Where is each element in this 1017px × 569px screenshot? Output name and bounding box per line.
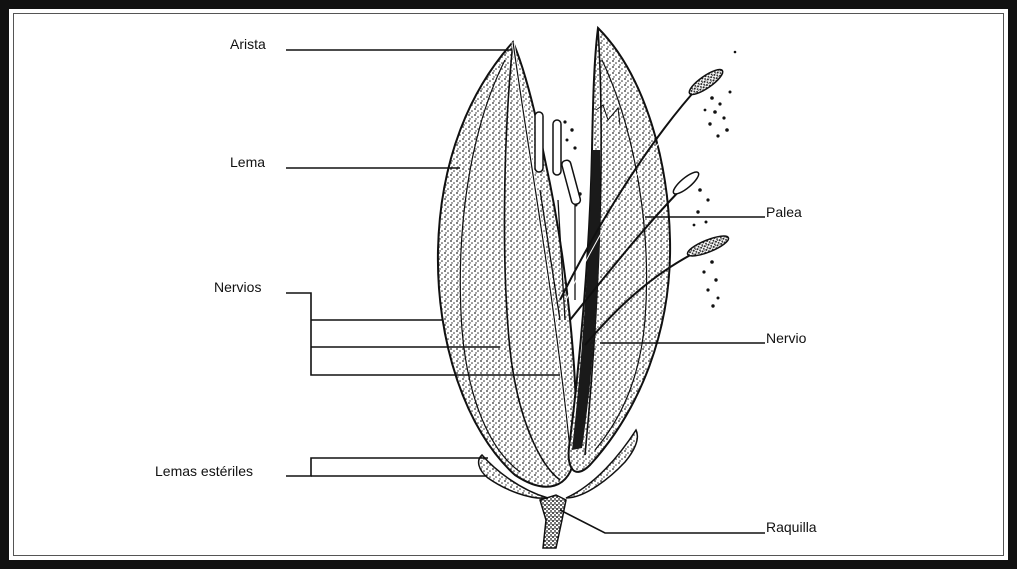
label-nervio: Nervio bbox=[766, 330, 806, 346]
label-nervios: Nervios bbox=[214, 279, 261, 295]
label-palea: Palea bbox=[766, 204, 802, 220]
label-lema: Lema bbox=[230, 154, 265, 170]
lemas-esteriles-leader bbox=[286, 458, 488, 476]
raquilla-leader bbox=[560, 510, 765, 533]
label-arista: Arista bbox=[230, 36, 266, 52]
label-lemas-esteriles: Lemas estériles bbox=[155, 463, 253, 479]
label-raquilla: Raquilla bbox=[766, 519, 817, 535]
raquilla-stem bbox=[540, 495, 566, 548]
